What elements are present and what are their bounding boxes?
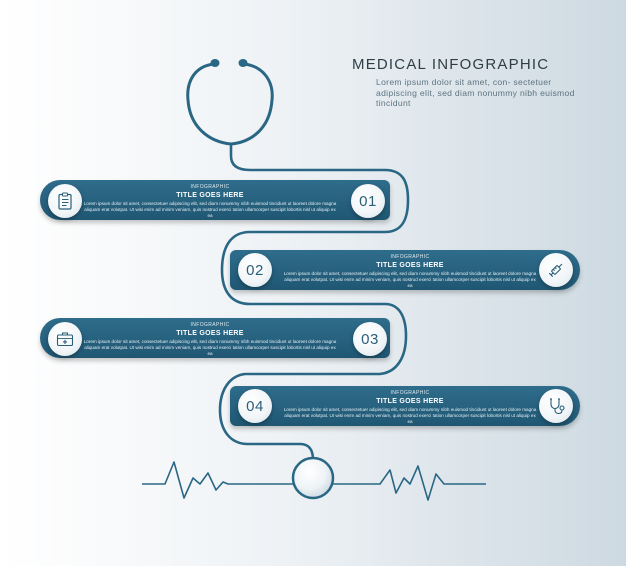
step-2-text: INFOGRAPHIC TITLE GOES HERE Lorem ipsum … <box>282 254 538 289</box>
step-2-label: INFOGRAPHIC <box>390 254 430 260</box>
step-4-title: TITLE GOES HERE <box>376 398 444 405</box>
step-3-label: INFOGRAPHIC <box>190 322 230 328</box>
heartbeat-line-right <box>330 465 486 501</box>
step-3-text: INFOGRAPHIC TITLE GOES HERE Lorem ipsum … <box>82 322 338 357</box>
step-1-bar: INFOGRAPHIC TITLE GOES HERE Lorem ipsum … <box>40 180 390 220</box>
stethoscope-earpiece-right <box>238 59 248 67</box>
step-2-number: 02 <box>238 253 272 287</box>
step-1-number: 01 <box>351 184 385 218</box>
stethoscope-ear-tubes <box>186 62 274 146</box>
step-4-label: INFOGRAPHIC <box>390 390 430 396</box>
step-4-number: 04 <box>238 389 272 423</box>
step-3-icon-disc <box>48 322 82 356</box>
heartbeat-line <box>142 461 298 499</box>
stethoscope-icon <box>550 398 565 415</box>
step-3-bar: INFOGRAPHIC TITLE GOES HERE Lorem ipsum … <box>40 318 390 358</box>
step-1-text: INFOGRAPHIC TITLE GOES HERE Lorem ipsum … <box>82 184 338 219</box>
step-1-body: Lorem ipsum dolor sit amet, consectetuer… <box>83 201 337 218</box>
page-description: Lorem ipsum dolor sit amet, con- sectetu… <box>376 77 575 109</box>
step-1-icon-disc <box>48 184 82 218</box>
stethoscope-earpiece-left <box>210 59 220 67</box>
clipboard-icon <box>58 192 72 210</box>
step-1-title: TITLE GOES HERE <box>176 192 244 199</box>
step-2-bar: INFOGRAPHIC TITLE GOES HERE Lorem ipsum … <box>230 250 580 290</box>
step-1-label: INFOGRAPHIC <box>190 184 230 190</box>
step-3-body: Lorem ipsum dolor sit amet, consectetuer… <box>83 339 337 356</box>
step-4-bar: INFOGRAPHIC TITLE GOES HERE Lorem ipsum … <box>230 386 580 426</box>
header: MEDICAL INFOGRAPHIC Lorem ipsum dolor si… <box>352 56 612 109</box>
step-3-number: 03 <box>353 322 387 356</box>
step-2-body: Lorem ipsum dolor sit amet, consectetuer… <box>283 271 537 288</box>
step-4-text: INFOGRAPHIC TITLE GOES HERE Lorem ipsum … <box>282 390 538 425</box>
step-4-icon-disc <box>539 389 573 423</box>
step-2-title: TITLE GOES HERE <box>376 262 444 269</box>
step-4-body: Lorem ipsum dolor sit amet, consectetuer… <box>283 407 537 424</box>
step-3-title: TITLE GOES HERE <box>176 330 244 337</box>
syringe-icon <box>548 263 563 278</box>
stethoscope-chest-piece <box>291 456 335 500</box>
page-title: MEDICAL INFOGRAPHIC <box>352 56 550 73</box>
step-2-icon-disc <box>539 253 573 287</box>
medical-kit-icon <box>56 332 74 347</box>
connecting-tube <box>218 144 410 461</box>
